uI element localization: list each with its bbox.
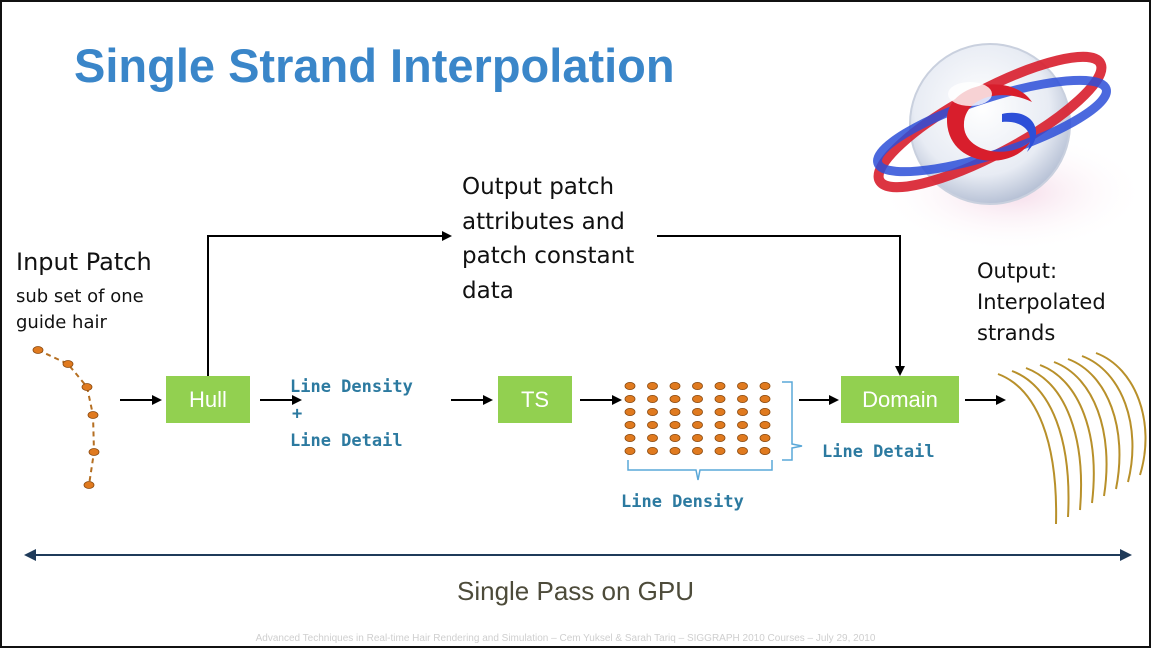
- grid-point: [714, 407, 726, 416]
- grid-point: [714, 394, 726, 403]
- grid-point: [714, 433, 726, 442]
- strand-curve: [1025, 367, 1082, 511]
- grid-point: [737, 420, 748, 429]
- hull-shader-box: Hull: [166, 376, 250, 423]
- strand-curve: [997, 373, 1058, 525]
- grid-point: [759, 407, 771, 416]
- hull-plus-label: +: [292, 404, 303, 424]
- hull-line-detail-label: Line Detail: [290, 431, 403, 451]
- grid-point: [692, 407, 703, 416]
- hull-line-density-label: Line Density: [290, 377, 413, 397]
- strand-curve: [1081, 355, 1134, 483]
- grid-point: [669, 407, 681, 416]
- tessellation-grid: [624, 381, 771, 455]
- grid-point: [669, 394, 681, 403]
- grid-point: [669, 446, 681, 455]
- arrow-hull-to-patch-data: [207, 231, 452, 376]
- grid-point: [714, 381, 726, 390]
- grid-point: [692, 420, 703, 429]
- grid-point: [759, 433, 771, 442]
- footer-credits: Advanced Techniques in Real-time Hair Re…: [255, 633, 876, 644]
- grid-point: [624, 394, 636, 403]
- line-density-bracket: [627, 460, 773, 481]
- strand-curve: [1011, 370, 1070, 518]
- guide-hair-points: [32, 346, 100, 489]
- siggraph-swirl-logo-icon: [873, 43, 1147, 252]
- grid-point: [669, 381, 681, 390]
- grid-point: [669, 433, 681, 442]
- grid-point: [714, 420, 726, 429]
- arrow-patch-data-to-domain: [657, 235, 905, 376]
- grid-point: [647, 407, 658, 416]
- input-patch-title: Input Patch: [16, 248, 152, 276]
- grid-point: [759, 446, 771, 455]
- grid-point: [737, 446, 748, 455]
- grid-point: [692, 381, 703, 390]
- output-patch-label: Output patch attributes and patch consta…: [462, 174, 635, 304]
- grid-point: [624, 446, 636, 455]
- grid-point: [647, 394, 658, 403]
- grid-point: [647, 381, 658, 390]
- strand-curve: [1053, 361, 1108, 497]
- line-detail-bracket: [782, 381, 803, 461]
- grid-point: [737, 381, 748, 390]
- domain-shader-box: Domain: [841, 376, 959, 423]
- strand-curve: [1095, 352, 1147, 476]
- single-pass-label: Single Pass on GPU: [456, 576, 694, 606]
- grid-point: [624, 381, 636, 390]
- strand-curve: [1039, 364, 1095, 504]
- grid-line-detail-label: Line Detail: [822, 442, 935, 462]
- input-patch-subtitle: sub set of one guide hair: [16, 286, 144, 333]
- grid-point: [624, 407, 636, 416]
- grid-point: [737, 394, 748, 403]
- strand-curve: [1067, 358, 1121, 490]
- grid-point: [624, 420, 636, 429]
- grid-point: [714, 446, 726, 455]
- grid-point: [647, 446, 658, 455]
- grid-point: [692, 433, 703, 442]
- grid-point: [669, 420, 681, 429]
- output-label: Output: Interpolated strands: [977, 259, 1106, 345]
- grid-point: [759, 381, 771, 390]
- grid-point: [759, 394, 771, 403]
- grid-point: [737, 407, 748, 416]
- grid-point: [647, 420, 658, 429]
- grid-point: [692, 394, 703, 403]
- grid-point: [737, 433, 748, 442]
- grid-point: [759, 420, 771, 429]
- grid-point: [692, 446, 703, 455]
- grid-point: [647, 433, 658, 442]
- guide-hair-line: [37, 349, 96, 486]
- slide-title: Single Strand Interpolation: [74, 39, 675, 92]
- tessellator-box: TS: [498, 376, 572, 423]
- interpolated-strands: [997, 352, 1147, 525]
- grid-line-density-label: Line Density: [621, 492, 744, 512]
- grid-point: [624, 433, 636, 442]
